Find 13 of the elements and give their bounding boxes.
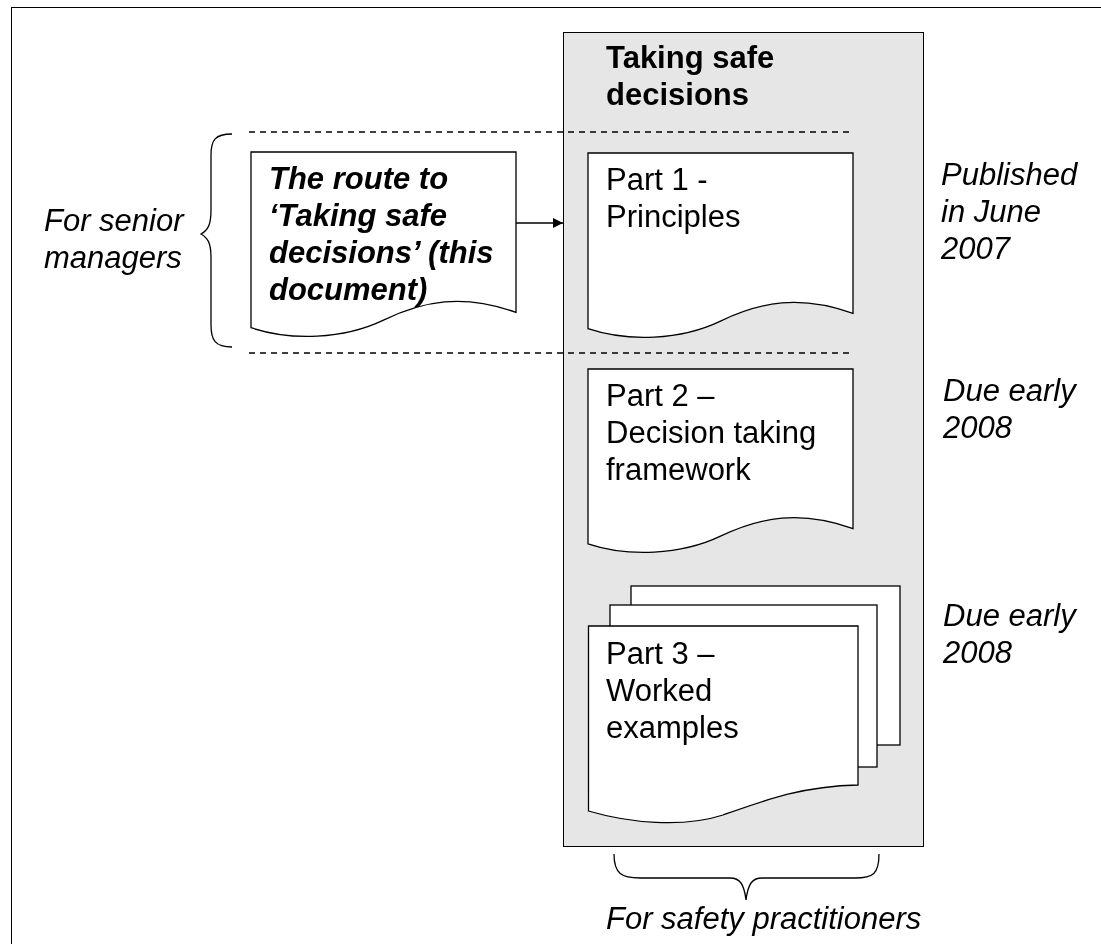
status-note: Due early 2008 bbox=[943, 597, 1078, 671]
audience-label: For senior managers bbox=[44, 202, 186, 276]
document-set-panel bbox=[563, 32, 924, 847]
status-note: Due early 2008 bbox=[943, 372, 1078, 446]
document-title: Part 1 - Principles bbox=[605, 161, 742, 236]
document-title: Part 2 – Decision taking framework bbox=[605, 377, 818, 489]
audience-label: For safety practitioners bbox=[606, 900, 923, 937]
document-stack bbox=[588, 585, 901, 826]
status-note: Published in June 2007 bbox=[941, 156, 1079, 267]
arrow bbox=[515, 217, 564, 229]
document-title: The route to ‘Taking safe decisions’ (this document) bbox=[268, 160, 495, 309]
panel-heading: Taking safe decisions bbox=[606, 39, 776, 113]
document-title: Part 3 – Worked examples bbox=[605, 635, 740, 747]
